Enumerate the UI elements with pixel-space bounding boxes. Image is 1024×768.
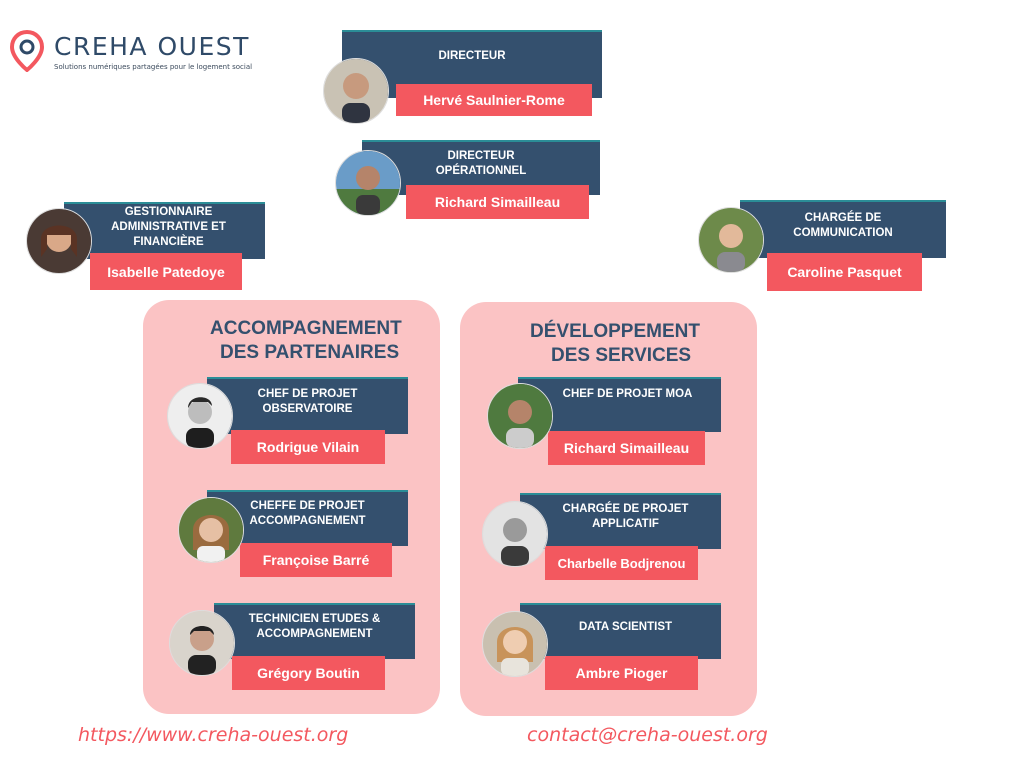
creha-logo: CREHA OUEST Solutions numériques partagé… bbox=[10, 28, 280, 78]
panel-title: DÉVELOPPEMENT DES SERVICES bbox=[530, 320, 700, 368]
name-label: Hervé Saulnier-Rome bbox=[396, 84, 592, 116]
role-label: TECHNICIEN ETUDES & ACCOMPAGNEMENT bbox=[214, 603, 415, 659]
avatar bbox=[323, 58, 389, 124]
logo-name: CREHA OUEST bbox=[54, 32, 250, 61]
panel-title-line1: ACCOMPAGNEMENT bbox=[210, 318, 402, 339]
avatar bbox=[178, 497, 244, 563]
name-label: Ambre Pioger bbox=[545, 656, 698, 690]
avatar bbox=[335, 150, 401, 216]
panel-title-line1: DÉVELOPPEMENT bbox=[530, 321, 700, 342]
name-label: Grégory Boutin bbox=[232, 656, 385, 690]
name-label: Rodrigue Vilain bbox=[231, 430, 385, 464]
role-label: CHARGÉE DE COMMUNICATION bbox=[740, 200, 946, 258]
avatar bbox=[487, 383, 553, 449]
name-label: Françoise Barré bbox=[240, 543, 392, 577]
email-link[interactable]: contact@creha-ouest.org bbox=[527, 724, 768, 746]
name-label: Isabelle Patedoye bbox=[90, 253, 242, 290]
name-label: Richard Simailleau bbox=[406, 185, 589, 219]
panel-title: ACCOMPAGNEMENT DES PARTENAIRES bbox=[210, 317, 402, 365]
role-label: GESTIONNAIRE ADMINISTRATIVE ET FINANCIÈR… bbox=[64, 202, 265, 259]
panel-title-line2: DES PARTENAIRES bbox=[220, 342, 400, 363]
name-label: Caroline Pasquet bbox=[767, 253, 922, 291]
name-label: Richard Simailleau bbox=[548, 431, 705, 465]
panel-title-line2: DES SERVICES bbox=[551, 345, 692, 366]
role-label: CHEF DE PROJET OBSERVATOIRE bbox=[207, 377, 408, 434]
website-link[interactable]: https://www.creha-ouest.org bbox=[78, 724, 349, 746]
map-pin-icon bbox=[10, 30, 44, 72]
role-label: DATA SCIENTIST bbox=[520, 603, 721, 659]
avatar bbox=[167, 383, 233, 449]
avatar bbox=[482, 501, 548, 567]
avatar bbox=[26, 208, 92, 274]
avatar bbox=[482, 611, 548, 677]
role-label: CHARGÉE DE PROJET APPLICATIF bbox=[520, 493, 721, 549]
logo-tagline: Solutions numériques partagées pour le l… bbox=[54, 63, 253, 71]
avatar bbox=[698, 207, 764, 273]
name-label: Charbelle Bodjrenou bbox=[545, 546, 698, 580]
avatar bbox=[169, 610, 235, 676]
